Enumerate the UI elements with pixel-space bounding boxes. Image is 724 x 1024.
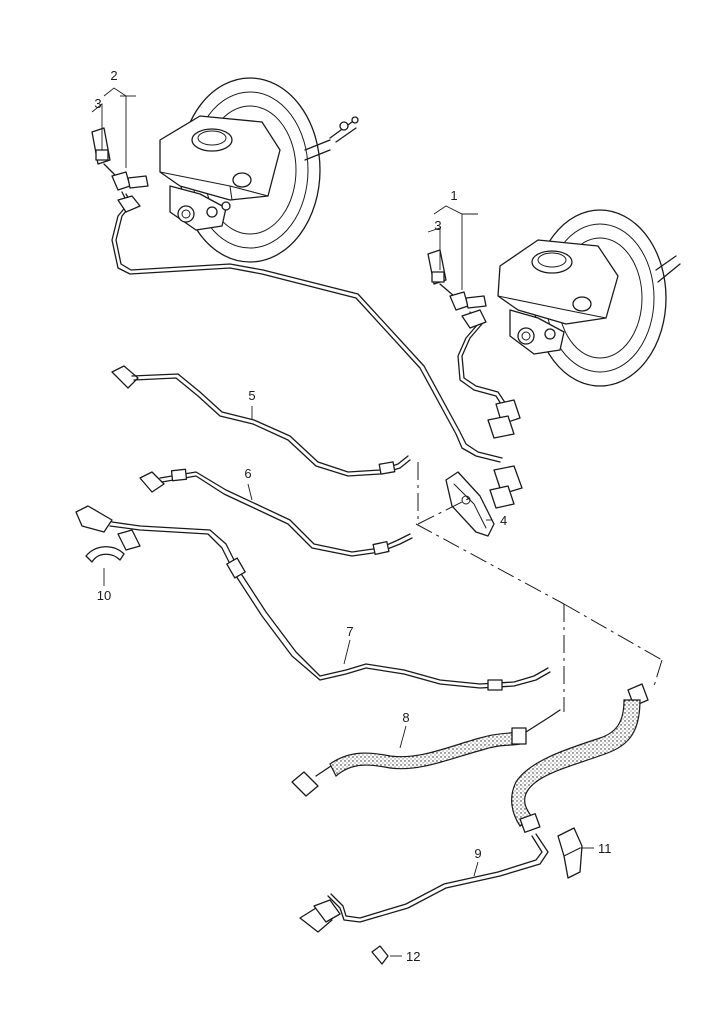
callout-7: 7 — [346, 624, 353, 639]
clip-10[interactable] — [85, 546, 125, 563]
brake-line-5[interactable] — [111, 365, 411, 477]
callout-8: 8 — [402, 710, 409, 725]
callout-labels: 2 3 1 3 4 5 6 7 8 9 10 11 12 — [94, 68, 611, 964]
callout-5: 5 — [248, 388, 255, 403]
callout-11: 11 — [598, 841, 612, 856]
brake-pipe-left-booster[interactable] — [111, 191, 503, 463]
leader-lines — [91, 87, 594, 957]
master-cylinder-right[interactable] — [497, 239, 619, 355]
brake-line-6[interactable] — [139, 468, 413, 557]
callout-3-right: 3 — [434, 218, 441, 233]
callout-10: 10 — [97, 588, 111, 603]
brake-hose-8[interactable] — [291, 709, 561, 797]
callout-1: 1 — [450, 188, 457, 203]
callout-3-left: 3 — [94, 96, 101, 111]
callout-6: 6 — [244, 466, 251, 481]
clip-12[interactable] — [371, 945, 389, 965]
pressure-sensor-left[interactable] — [91, 127, 149, 191]
bracket-11[interactable] — [557, 827, 583, 879]
brake-pipe-right-booster[interactable] — [457, 309, 521, 439]
callout-12: 12 — [406, 949, 420, 964]
pressure-sensor-right[interactable] — [427, 249, 487, 311]
gasket-plate[interactable] — [445, 465, 523, 537]
callout-9: 9 — [474, 846, 481, 861]
callout-2: 2 — [110, 68, 117, 83]
callout-4: 4 — [500, 513, 507, 528]
brake-hose-9[interactable] — [299, 683, 649, 933]
assembly-reference-lines — [415, 462, 663, 712]
master-cylinder-left[interactable] — [159, 115, 281, 231]
brake-line-7[interactable] — [75, 505, 551, 691]
